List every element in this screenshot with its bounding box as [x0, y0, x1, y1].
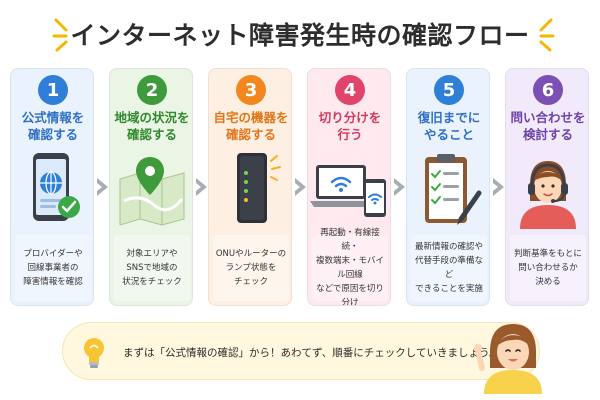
router-icon — [237, 153, 281, 223]
step-desc-3: ONUやルーターの ランプ状態を チェック — [213, 235, 289, 301]
support-operator-icon — [520, 161, 576, 229]
chevron-right-icon — [394, 178, 405, 196]
step-card-3: 3 自宅の機器を 確認する ONUやルーターの ランプ状態を チェック — [208, 68, 292, 306]
step-number-6: 6 — [533, 75, 563, 105]
sparkle-left-icon — [52, 18, 68, 52]
step-card-2: 2 地域の状況を 確認する 対象エリアや SNSで地域の 状況をチェック — [109, 68, 193, 306]
lightbulb-icon — [84, 338, 104, 368]
chevron-right-icon — [196, 178, 207, 196]
laptop-phone-wifi-icon — [310, 165, 386, 217]
chevron-right-icon — [97, 178, 108, 196]
step-desc-4: 再起動・有線接続・ 複数端末・モバイル回線 などで原因を切り分け — [312, 228, 388, 305]
step-card-5: 5 復旧までに やること 最新情報の確認や 代替手段の準備など できることを実施 — [406, 68, 490, 306]
tip-message: まずは「公式情報の確認」から！あわてず、順番にチェックしていきましょう。 — [123, 346, 500, 359]
sparkle-right-icon — [539, 18, 555, 52]
page-title: インターネット障害発生時の確認フロー — [70, 21, 530, 50]
step-title-5: 復旧までに やること — [417, 110, 481, 142]
guide-character-icon — [474, 324, 542, 394]
step-title-6: 問い合わせを 検討する — [510, 110, 586, 142]
step-number-5: 5 — [434, 75, 464, 105]
tip-banner: まずは「公式情報の確認」から！あわてず、順番にチェックしていきましょう。 — [62, 322, 540, 380]
step-card-1: 1 公式情報を 確認する プロバイダーや 回線事業者の 障害情報を確認 — [10, 68, 94, 306]
chevron-right-icon — [493, 178, 504, 196]
clipboard-checklist-icon — [425, 154, 482, 225]
step-number-4: 4 — [335, 75, 365, 105]
flow-steps: 1 公式情報を 確認する プロバイダーや 回線事業者の 障害情報を確認 2 地域… — [10, 68, 590, 306]
step-title-4: 切り分けを 行う — [318, 110, 382, 142]
step-desc-1: プロバイダーや 回線事業者の 障害情報を確認 — [15, 235, 91, 301]
smartphone-globe-check-icon — [33, 153, 80, 221]
step-card-6: 6 問い合わせを 検討する 判断基準をもとに 問い合わせるか 決める — [505, 68, 589, 306]
step-title-1: 公式情報を 確認する — [21, 110, 85, 142]
map-pin-icon — [119, 157, 185, 226]
step-number-1: 1 — [38, 75, 68, 105]
step-title-3: 自宅の機器を 確認する — [213, 110, 289, 142]
step-desc-6: 判断基準をもとに 問い合わせるか 決める — [510, 235, 586, 301]
step-title-2: 地域の状況を 確認する — [114, 110, 190, 142]
chevron-right-icon — [295, 178, 306, 196]
step-desc-2: 対象エリアや SNSで地域の 状況をチェック — [114, 235, 190, 301]
step-number-3: 3 — [236, 75, 266, 105]
step-card-4: 4 切り分けを 行う 再起動・有線接続・ 複数端末・モバイル回線 などで原因を切… — [307, 68, 391, 306]
header: インターネット障害発生時の確認フロー — [0, 12, 600, 56]
step-number-2: 2 — [137, 75, 167, 105]
step-desc-5: 最新情報の確認や 代替手段の準備など できることを実施 — [411, 235, 487, 301]
